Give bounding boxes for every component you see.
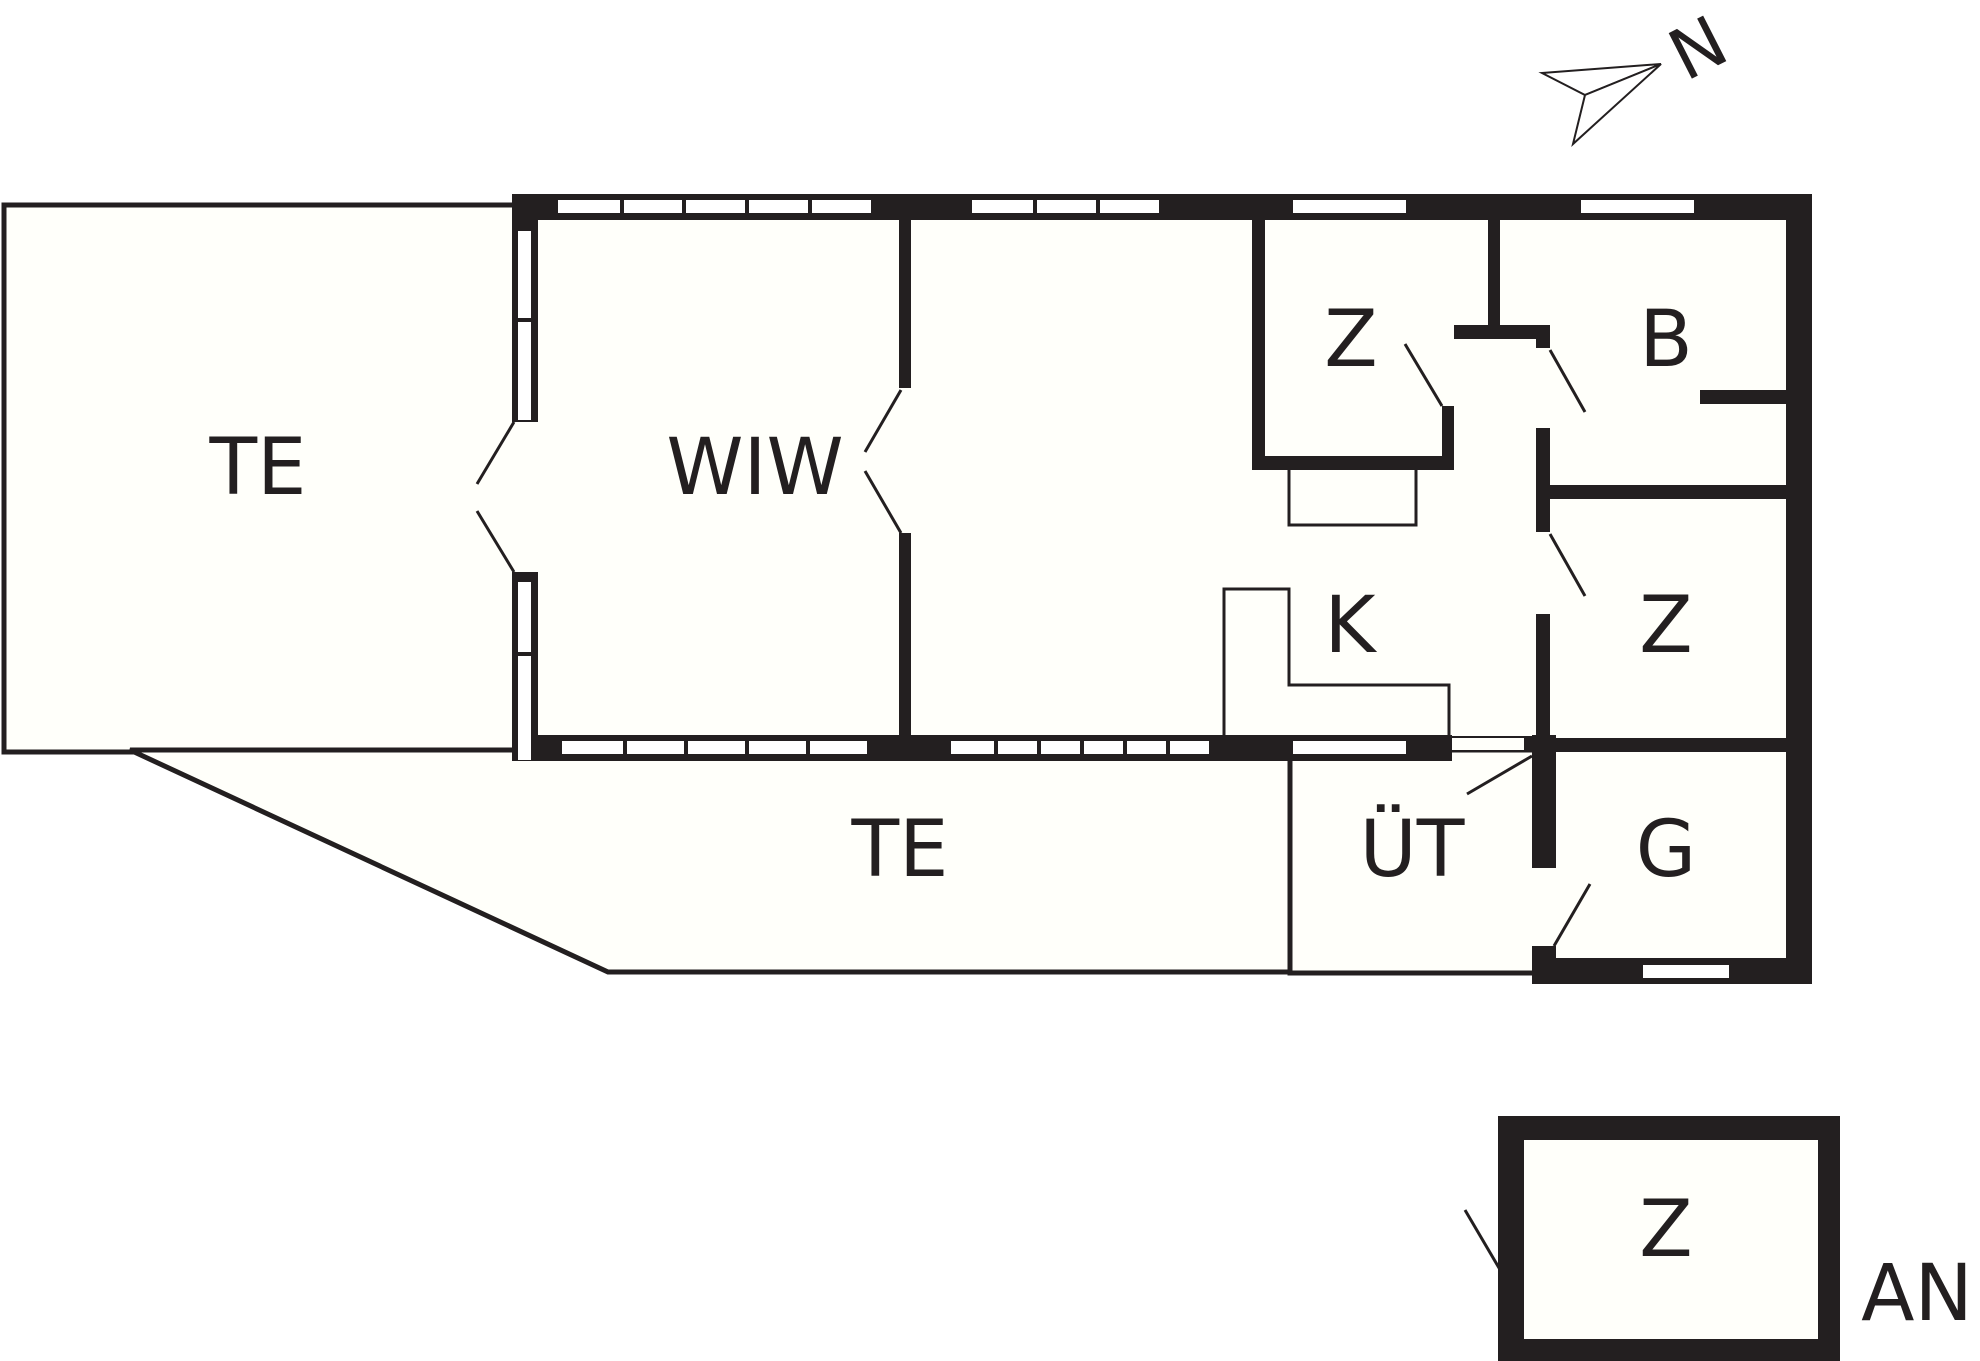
annex-label: AN [1861,1249,1973,1339]
room-label-terrace-south: TE [851,805,949,895]
room-label-bathroom: B [1639,295,1693,385]
garage-floor [1535,752,1810,972]
terrace-south-floor [128,747,1293,975]
room-label-annex-room: Z [1639,1185,1692,1275]
window-mullions [516,198,1170,756]
room-label-terrace-west: TE [209,423,307,513]
door-swings [475,343,1592,1274]
room-label-living: WIW [666,423,843,513]
floor-areas [1,198,1840,1344]
room-label-kitchen: K [1324,581,1377,671]
room-labels: TE WIW Z B K Z TE ÜT G Z AN [209,295,1973,1339]
fixtures [1222,464,1536,972]
room-label-entrance: ÜT [1360,804,1465,895]
counter-north [1287,464,1418,527]
annex-building [1498,1116,1840,1361]
room-label-bedroom-north: Z [1324,295,1377,385]
house-floor [515,198,1810,750]
room-label-bedroom-east: Z [1639,581,1692,671]
room-label-garage: G [1636,805,1696,895]
kitchen-counter [1222,587,1451,738]
compass-north-label: N [1656,0,1740,97]
compass: N [1538,0,1740,147]
annex-floor [1500,1118,1840,1344]
